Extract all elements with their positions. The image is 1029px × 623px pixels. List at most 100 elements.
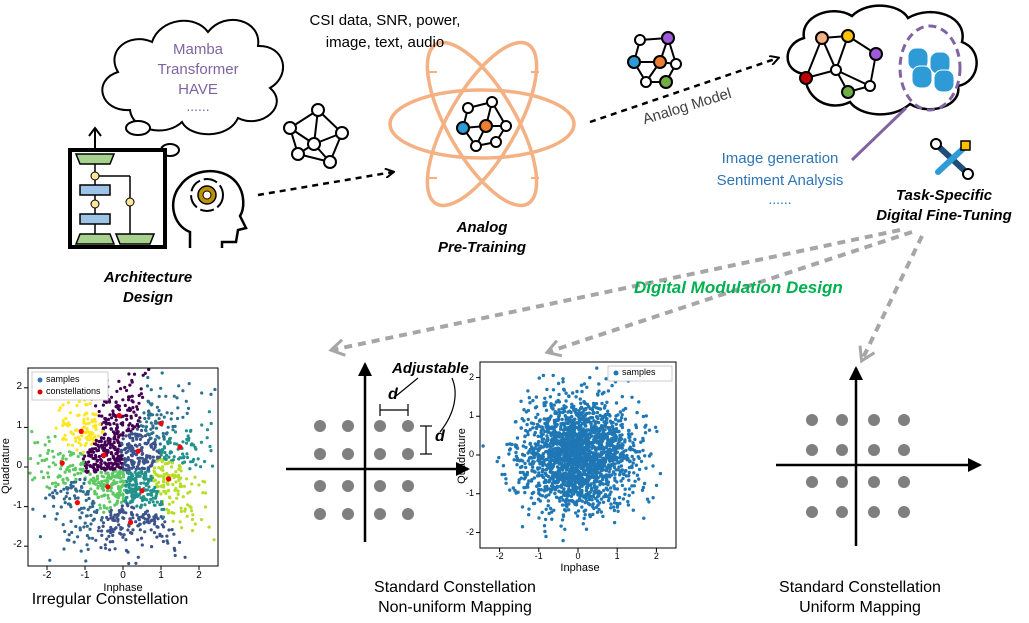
- sample-point: [186, 491, 190, 495]
- sample-point: [602, 488, 606, 493]
- sample-point: [53, 434, 57, 439]
- cloud-line-mamba: Mamba: [172, 41, 224, 58]
- x-tick-label: -2: [495, 551, 504, 561]
- sample-point: [544, 408, 549, 412]
- sample-point: [592, 426, 597, 431]
- sample-point: [190, 442, 194, 446]
- sample-point: [100, 430, 104, 435]
- sample-point: [606, 409, 610, 413]
- sample-point: [79, 471, 83, 475]
- sample-point: [589, 425, 594, 429]
- sample-point: [600, 468, 605, 472]
- sample-point: [99, 518, 103, 522]
- sample-point: [607, 426, 612, 430]
- sample-point: [528, 401, 532, 405]
- sample-point: [168, 451, 172, 455]
- sample-point: [592, 419, 596, 423]
- sample-point: [121, 496, 126, 500]
- sample-point: [587, 411, 591, 415]
- sample-point: [108, 457, 112, 461]
- sample-point: [587, 457, 591, 461]
- sample-point: [103, 449, 107, 453]
- sample-point: [575, 514, 580, 518]
- sample-point: [77, 441, 81, 445]
- sample-point: [121, 535, 125, 539]
- sample-point: [572, 449, 577, 453]
- sample-point: [141, 395, 145, 399]
- sample-point: [159, 453, 163, 457]
- sample-point: [566, 410, 570, 414]
- sample-point: [103, 468, 107, 472]
- sample-point: [88, 464, 92, 468]
- sample-point: [539, 454, 543, 458]
- sample-point: [69, 480, 74, 485]
- sample-point: [569, 460, 573, 465]
- sample-point: [103, 479, 107, 483]
- sample-point: [599, 497, 604, 501]
- sample-point: [628, 435, 632, 439]
- sample-point: [166, 425, 170, 429]
- sample-point: [109, 451, 113, 455]
- sample-point: [100, 479, 104, 483]
- sample-point: [132, 372, 137, 376]
- sample-point: [190, 482, 194, 486]
- sample-point: [103, 416, 107, 421]
- sample-point: [179, 509, 183, 513]
- sample-point: [612, 465, 617, 470]
- sample-point: [536, 434, 540, 438]
- sample-point: [174, 474, 178, 478]
- sample-point: [536, 453, 540, 458]
- sample-point: [145, 384, 150, 388]
- sample-point: [110, 466, 114, 470]
- sample-point: [113, 527, 117, 531]
- sample-point: [117, 457, 121, 461]
- sample-point: [147, 500, 151, 505]
- sample-point: [572, 452, 576, 456]
- sample-point: [115, 389, 119, 393]
- sample-point: [561, 513, 566, 517]
- sample-point: [605, 421, 609, 425]
- sample-point: [112, 421, 116, 426]
- sample-point: [30, 478, 35, 482]
- sample-point: [85, 490, 89, 494]
- sample-point: [119, 454, 123, 458]
- sample-point: [162, 489, 166, 494]
- constellation-dot: [374, 448, 386, 460]
- sample-point: [562, 423, 567, 427]
- sample-point: [641, 485, 646, 490]
- constellation-dot: [314, 420, 326, 432]
- constellation-dot: [806, 414, 818, 426]
- x-tick-label: 0: [575, 551, 581, 561]
- sample-point: [118, 480, 123, 484]
- sample-point: [579, 449, 583, 453]
- sample-point: [161, 431, 165, 436]
- sample-point: [600, 477, 605, 482]
- sample-point: [600, 414, 604, 419]
- sample-point: [89, 478, 93, 482]
- sample-point: [576, 492, 580, 496]
- sample-point: [526, 482, 530, 486]
- sample-point: [86, 508, 90, 512]
- sample-point: [123, 403, 127, 408]
- sample-point: [53, 488, 57, 493]
- sample-point: [612, 484, 616, 488]
- constellation-point: [101, 452, 107, 458]
- sample-point: [67, 450, 72, 454]
- sample-point: [593, 446, 598, 450]
- sample-point: [154, 426, 159, 430]
- sample-point: [579, 446, 584, 450]
- sample-point: [106, 489, 110, 493]
- sample-point: [567, 418, 571, 422]
- sample-point: [146, 399, 150, 403]
- sample-point: [64, 495, 68, 499]
- modulation-design-label: Digital Modulation Design: [634, 278, 843, 297]
- sample-point: [179, 506, 183, 510]
- sample-point: [200, 423, 204, 427]
- sample-point: [135, 513, 139, 517]
- constellation-dot: [868, 444, 880, 456]
- sample-point: [89, 442, 93, 446]
- sample-point: [56, 475, 60, 479]
- sample-point: [149, 528, 153, 532]
- cloud-line-have: HAVE: [178, 81, 218, 98]
- sample-point: [139, 392, 143, 396]
